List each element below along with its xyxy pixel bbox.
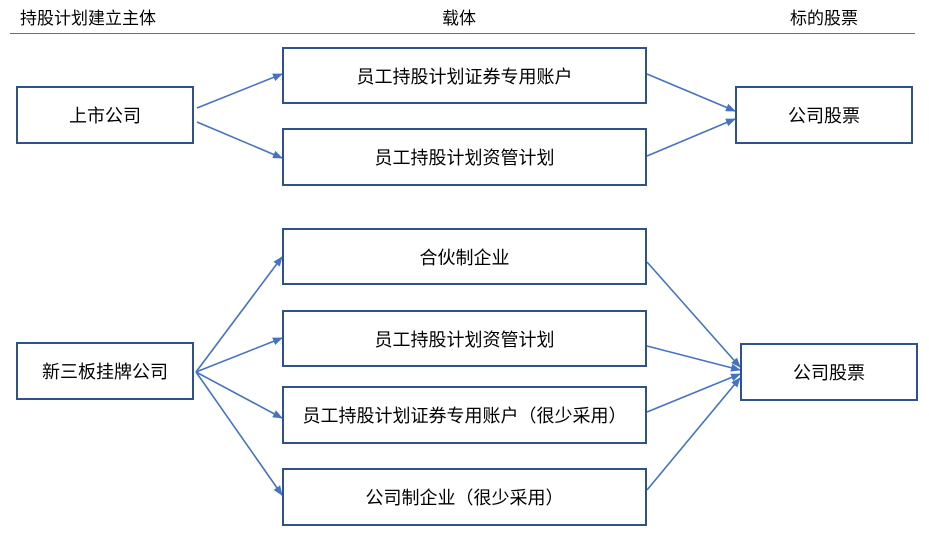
arrow-neeq-to-partnership bbox=[195, 256, 283, 373]
header-vehicle: 载体 bbox=[442, 9, 476, 29]
header-rule bbox=[10, 33, 915, 34]
target-stock-box-bottom: 公司股票 bbox=[740, 343, 918, 401]
arrow-neeq-to-company bbox=[195, 371, 283, 496]
neeq-company-box: 新三板挂牌公司 bbox=[16, 342, 194, 400]
target-stock-box-top: 公司股票 bbox=[735, 86, 913, 144]
arrow-asset-plan-to-stock bbox=[646, 118, 736, 157]
vehicle-company-box: 公司制企业（很少采用） bbox=[282, 468, 647, 526]
arrow-neeq-to-asset-plan bbox=[195, 337, 283, 373]
arrow-listed-to-account bbox=[196, 73, 283, 109]
arrow-account-to-stock-2 bbox=[646, 373, 741, 413]
vehicle-securities-account-box-2: 员工持股计划证券专用账户（很少采用） bbox=[282, 386, 647, 444]
arrow-listed-to-asset-plan bbox=[196, 121, 283, 159]
vehicle-asset-plan-box-2: 员工持股计划资管计划 bbox=[282, 310, 647, 367]
arrow-partnership-to-stock bbox=[646, 261, 741, 368]
vehicle-securities-account-box: 员工持股计划证券专用账户 bbox=[282, 47, 647, 104]
vehicle-partnership-box: 合伙制企业 bbox=[282, 228, 647, 285]
arrow-company-to-stock bbox=[646, 377, 741, 491]
header-target: 标的股票 bbox=[790, 9, 858, 29]
arrow-neeq-to-account bbox=[195, 371, 283, 419]
header-entity: 持股计划建立主体 bbox=[20, 9, 156, 29]
arrow-account-to-stock bbox=[646, 73, 736, 112]
listed-company-box: 上市公司 bbox=[16, 86, 194, 144]
arrow-asset-plan-to-stock-2 bbox=[646, 345, 741, 372]
vehicle-asset-plan-box: 员工持股计划资管计划 bbox=[282, 128, 647, 186]
